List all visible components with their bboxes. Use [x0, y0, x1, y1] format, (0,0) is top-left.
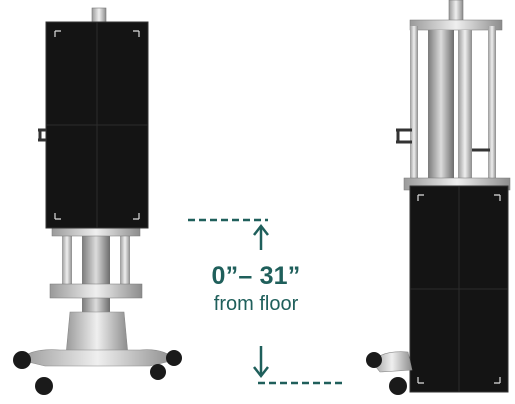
left-pedestal: [65, 311, 129, 356]
left-column-left: [62, 225, 72, 295]
arrow-up-icon: [253, 223, 269, 250]
right-wheel-2: [389, 377, 407, 395]
right-frame-right: [488, 26, 496, 196]
left-panel-corner-markers: [54, 30, 140, 220]
arrow-down-icon: [253, 346, 269, 379]
right-side-handle: [396, 128, 412, 144]
left-wheel-2: [35, 377, 53, 395]
height-range-caption: from floor: [213, 293, 299, 315]
left-xray-stand: [13, 7, 182, 395]
right-panel-corner-markers: [417, 194, 501, 384]
right-xray-stand: [366, 0, 511, 395]
left-wheel-1: [13, 351, 31, 369]
right-frame-top: [409, 19, 503, 31]
left-lower-bracket: [49, 283, 143, 299]
right-inner-column: [458, 30, 472, 185]
height-indicator: [188, 218, 346, 385]
right-center-column: [428, 30, 454, 185]
left-wheel-3: [150, 364, 166, 380]
right-wheel-1: [366, 352, 382, 368]
height-range-value: 0”– 31”: [211, 262, 301, 290]
left-base: [19, 349, 176, 367]
right-frame-left: [410, 26, 418, 196]
left-column-right: [120, 225, 130, 295]
height-range-label: 0”– 31” from floor: [180, 262, 332, 316]
left-wheel-4: [166, 350, 182, 366]
